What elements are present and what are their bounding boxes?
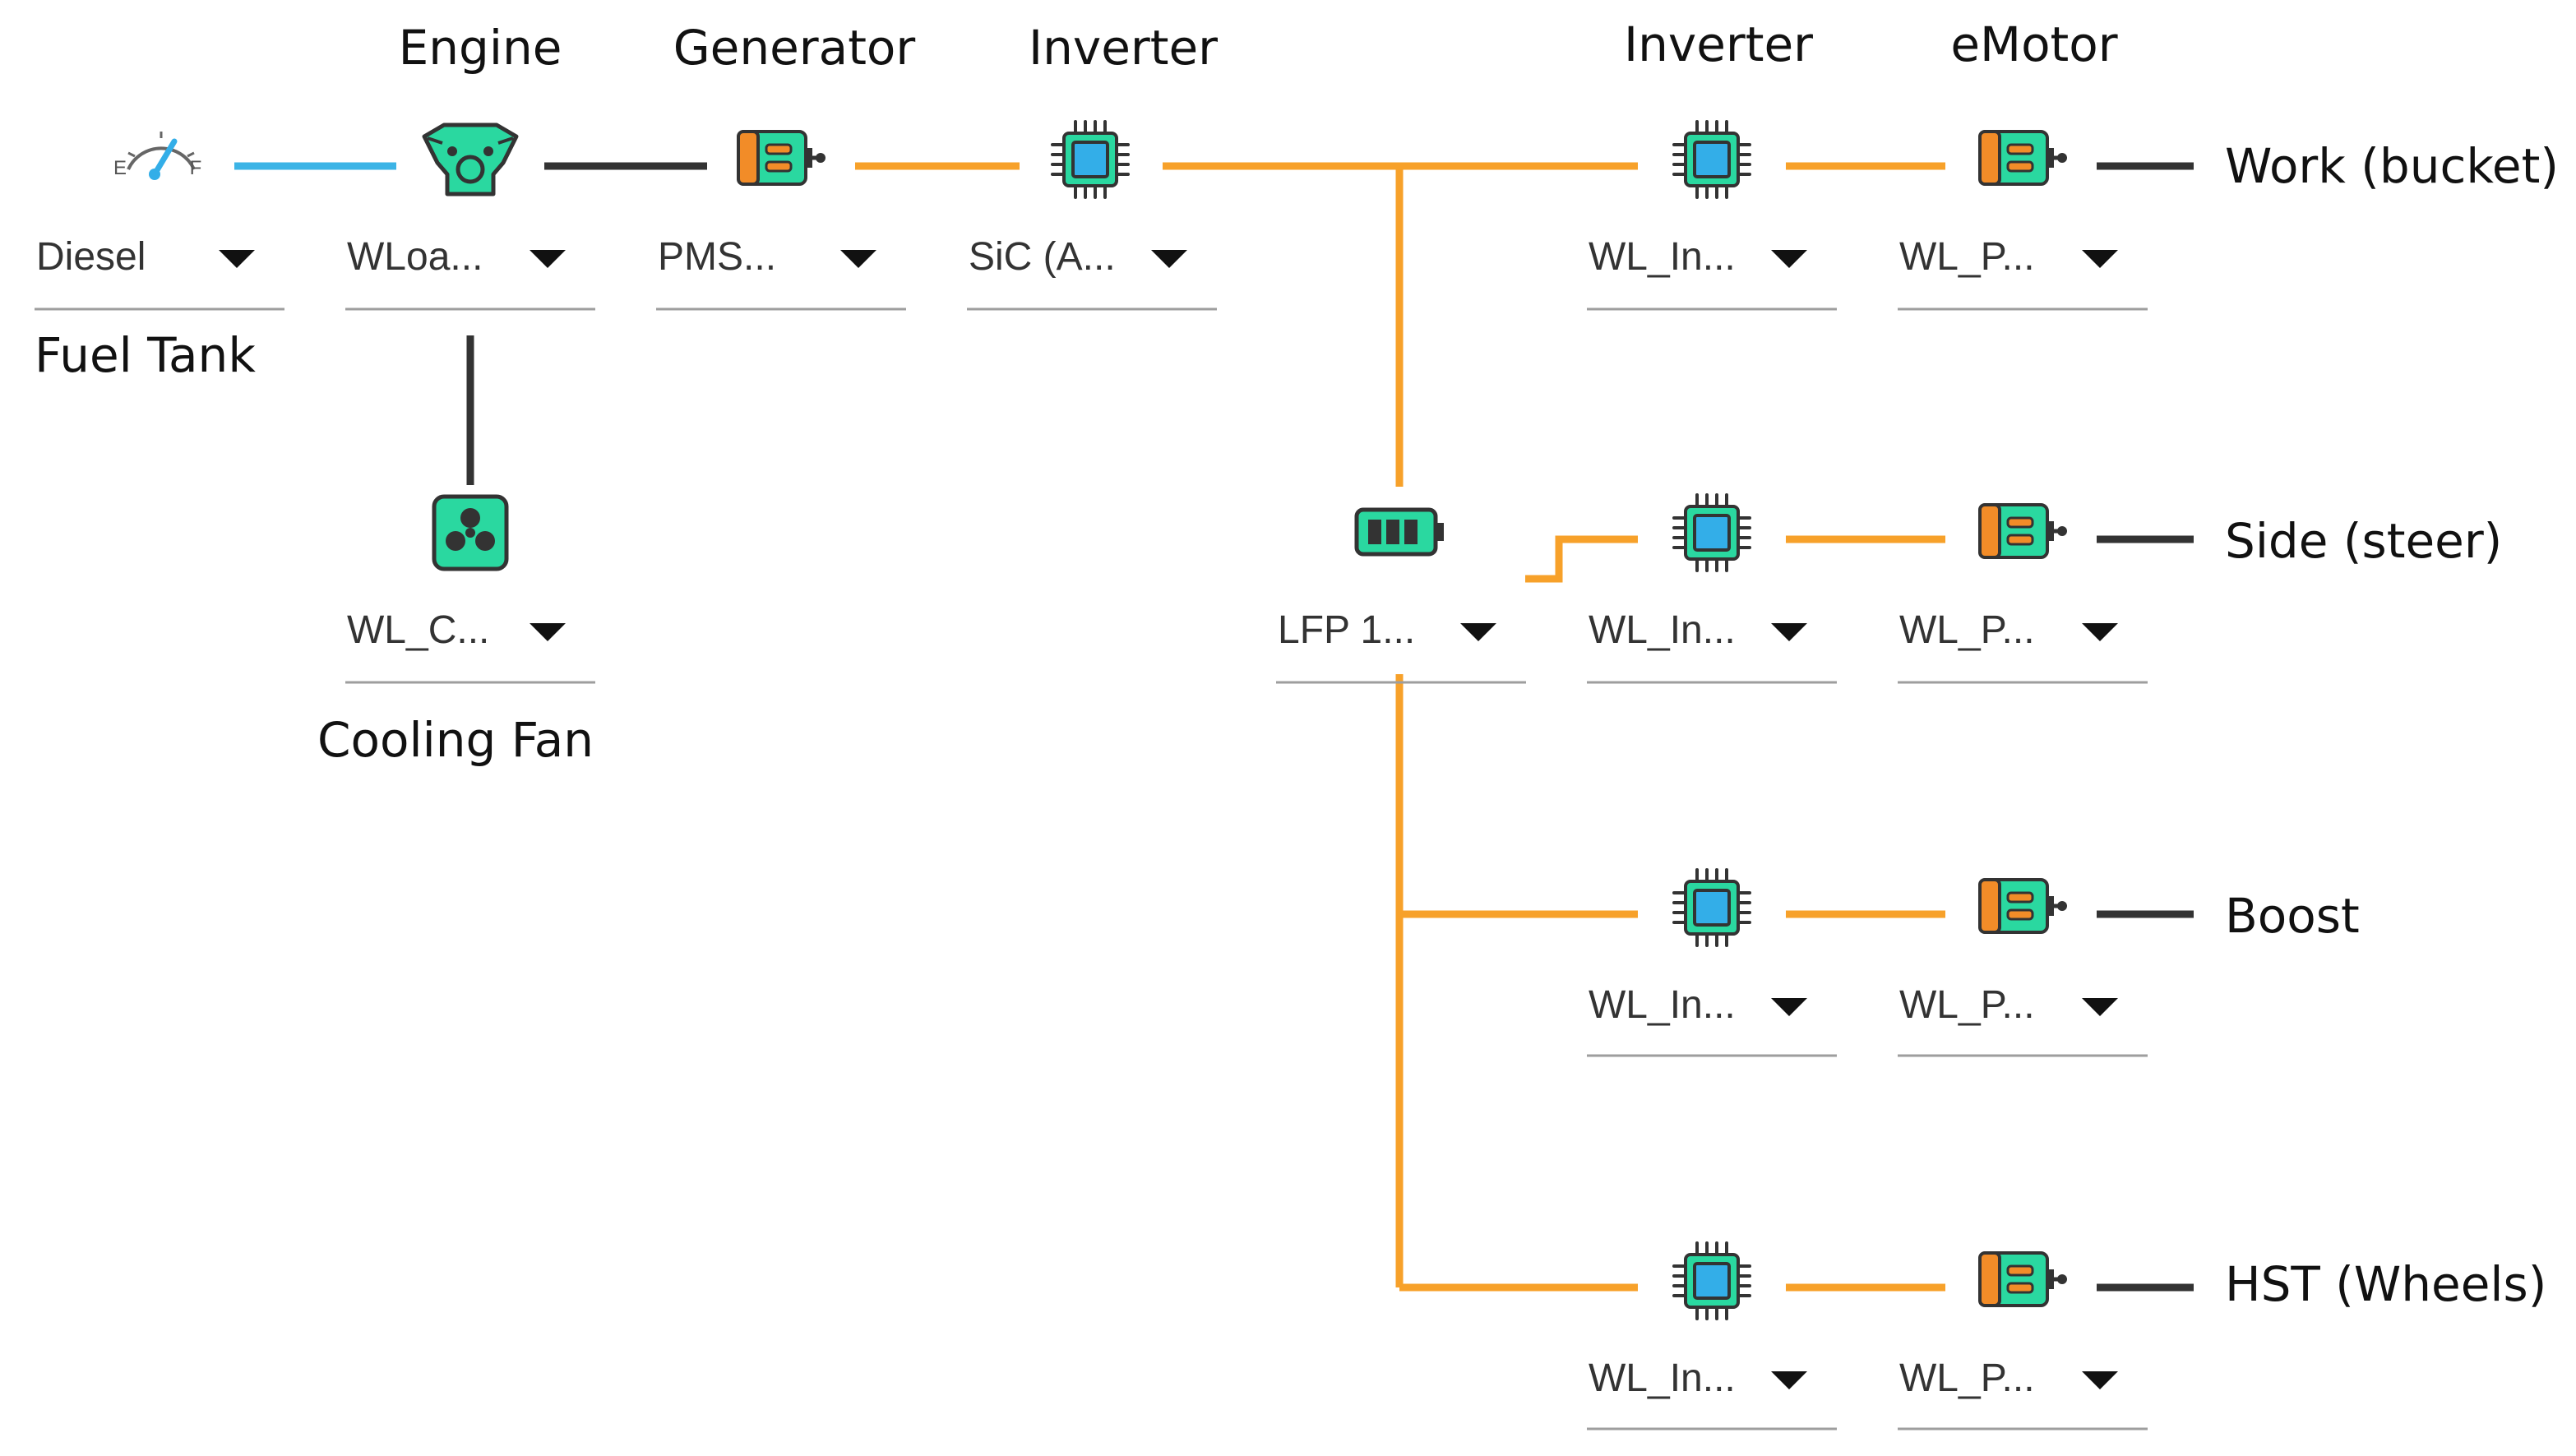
dropdown-value: WL_P... <box>1899 235 2035 279</box>
heading-engine: Engine <box>399 20 562 76</box>
dropdown-battery[interactable]: LFP 1... <box>1276 608 1526 684</box>
generator-motor-icon <box>738 132 826 184</box>
dropdown-value: PMS... <box>658 235 776 279</box>
chevron-down-icon <box>2082 250 2118 268</box>
chevron-down-icon <box>530 250 566 268</box>
dropdown-inverter-boost[interactable]: WL_In... <box>1587 983 1837 1057</box>
dropdown-value: LFP 1... <box>1278 608 1415 652</box>
gauge-full-label: F <box>190 157 202 179</box>
dropdown-value: WL_In... <box>1589 983 1736 1027</box>
chevron-down-icon <box>1771 998 1807 1016</box>
chevron-down-icon <box>2082 1371 2118 1389</box>
battery-icon <box>1354 507 1444 557</box>
heading-emotor: eMotor <box>1950 16 2117 72</box>
row-label-side: Side (steer) <box>2225 513 2502 569</box>
dropdown-generator[interactable]: PMS... <box>656 235 906 311</box>
dropdown-emotor-side[interactable]: WL_P... <box>1898 608 2148 684</box>
dropdown-inverter-work[interactable]: WL_In... <box>1587 235 1837 311</box>
dropdown-inverter-side[interactable]: WL_In... <box>1587 608 1837 684</box>
dropdown-value: WLoa... <box>347 235 483 279</box>
dropdown-inverter-main[interactable]: SiC (A... <box>967 235 1217 311</box>
engine-icon <box>422 122 519 196</box>
connection-lines <box>234 162 2194 1292</box>
chevron-down-icon <box>1771 623 1807 641</box>
emotor-work-motor-icon <box>1980 132 2067 184</box>
inverter-hst-chip-icon <box>1672 1241 1751 1320</box>
dc-battery-side <box>1525 535 1638 583</box>
gauge-empty-label: E <box>113 157 127 179</box>
dropdown-value: WL_C... <box>347 608 489 652</box>
emotor-side-motor-icon <box>1980 505 2067 557</box>
chevron-down-icon <box>2082 998 2118 1016</box>
inverter-work-chip-icon <box>1672 120 1751 199</box>
heading-generator: Generator <box>673 20 916 76</box>
fuel-gauge-icon: E F <box>113 132 201 180</box>
dropdown-emotor-boost[interactable]: WL_P... <box>1898 983 2148 1057</box>
dropdown-emotor-hst[interactable]: WL_P... <box>1898 1357 2148 1431</box>
row-label-boost: Boost <box>2225 888 2360 944</box>
label-fuel-tank: Fuel Tank <box>35 327 256 383</box>
dropdown-emotor-work[interactable]: WL_P... <box>1898 235 2148 311</box>
label-cooling-fan: Cooling Fan <box>317 712 594 768</box>
dropdown-value: WL_In... <box>1589 235 1736 279</box>
chevron-down-icon <box>219 250 255 268</box>
chevron-down-icon <box>1771 1371 1807 1389</box>
dropdown-value: WL_P... <box>1899 608 2035 652</box>
main-inverter-chip-icon <box>1051 120 1130 199</box>
chevron-down-icon <box>1771 250 1807 268</box>
dropdown-value: WL_In... <box>1589 1357 1736 1400</box>
fan-icon <box>432 494 509 571</box>
dropdown-value: WL_P... <box>1899 1357 2035 1400</box>
emotor-hst-motor-icon <box>1980 1253 2067 1306</box>
chevron-down-icon <box>2082 623 2118 641</box>
dropdown-fuel[interactable]: Diesel <box>35 235 284 311</box>
dropdown-engine[interactable]: WLoa... <box>345 235 595 311</box>
inverter-boost-chip-icon <box>1672 868 1751 947</box>
chevron-down-icon <box>530 623 566 641</box>
chevron-down-icon <box>1151 250 1187 268</box>
chevron-down-icon <box>840 250 876 268</box>
dropdown-inverter-hst[interactable]: WL_In... <box>1587 1357 1837 1431</box>
dropdown-value: WL_P... <box>1899 983 2035 1027</box>
dropdown-value: SiC (A... <box>969 235 1116 279</box>
heading-inverter-main: Inverter <box>1029 20 1218 76</box>
chevron-down-icon <box>1460 623 1496 641</box>
inverter-side-chip-icon <box>1672 493 1751 572</box>
row-label-work: Work (bucket) <box>2225 138 2559 194</box>
dropdown-cooling-fan[interactable]: WL_C... <box>345 608 595 684</box>
heading-inverter-branch: Inverter <box>1624 16 1813 72</box>
dropdown-value: Diesel <box>36 235 146 279</box>
dropdown-value: WL_In... <box>1589 608 1736 652</box>
emotor-boost-motor-icon <box>1980 880 2067 932</box>
row-label-hst: HST (Wheels) <box>2225 1256 2546 1312</box>
